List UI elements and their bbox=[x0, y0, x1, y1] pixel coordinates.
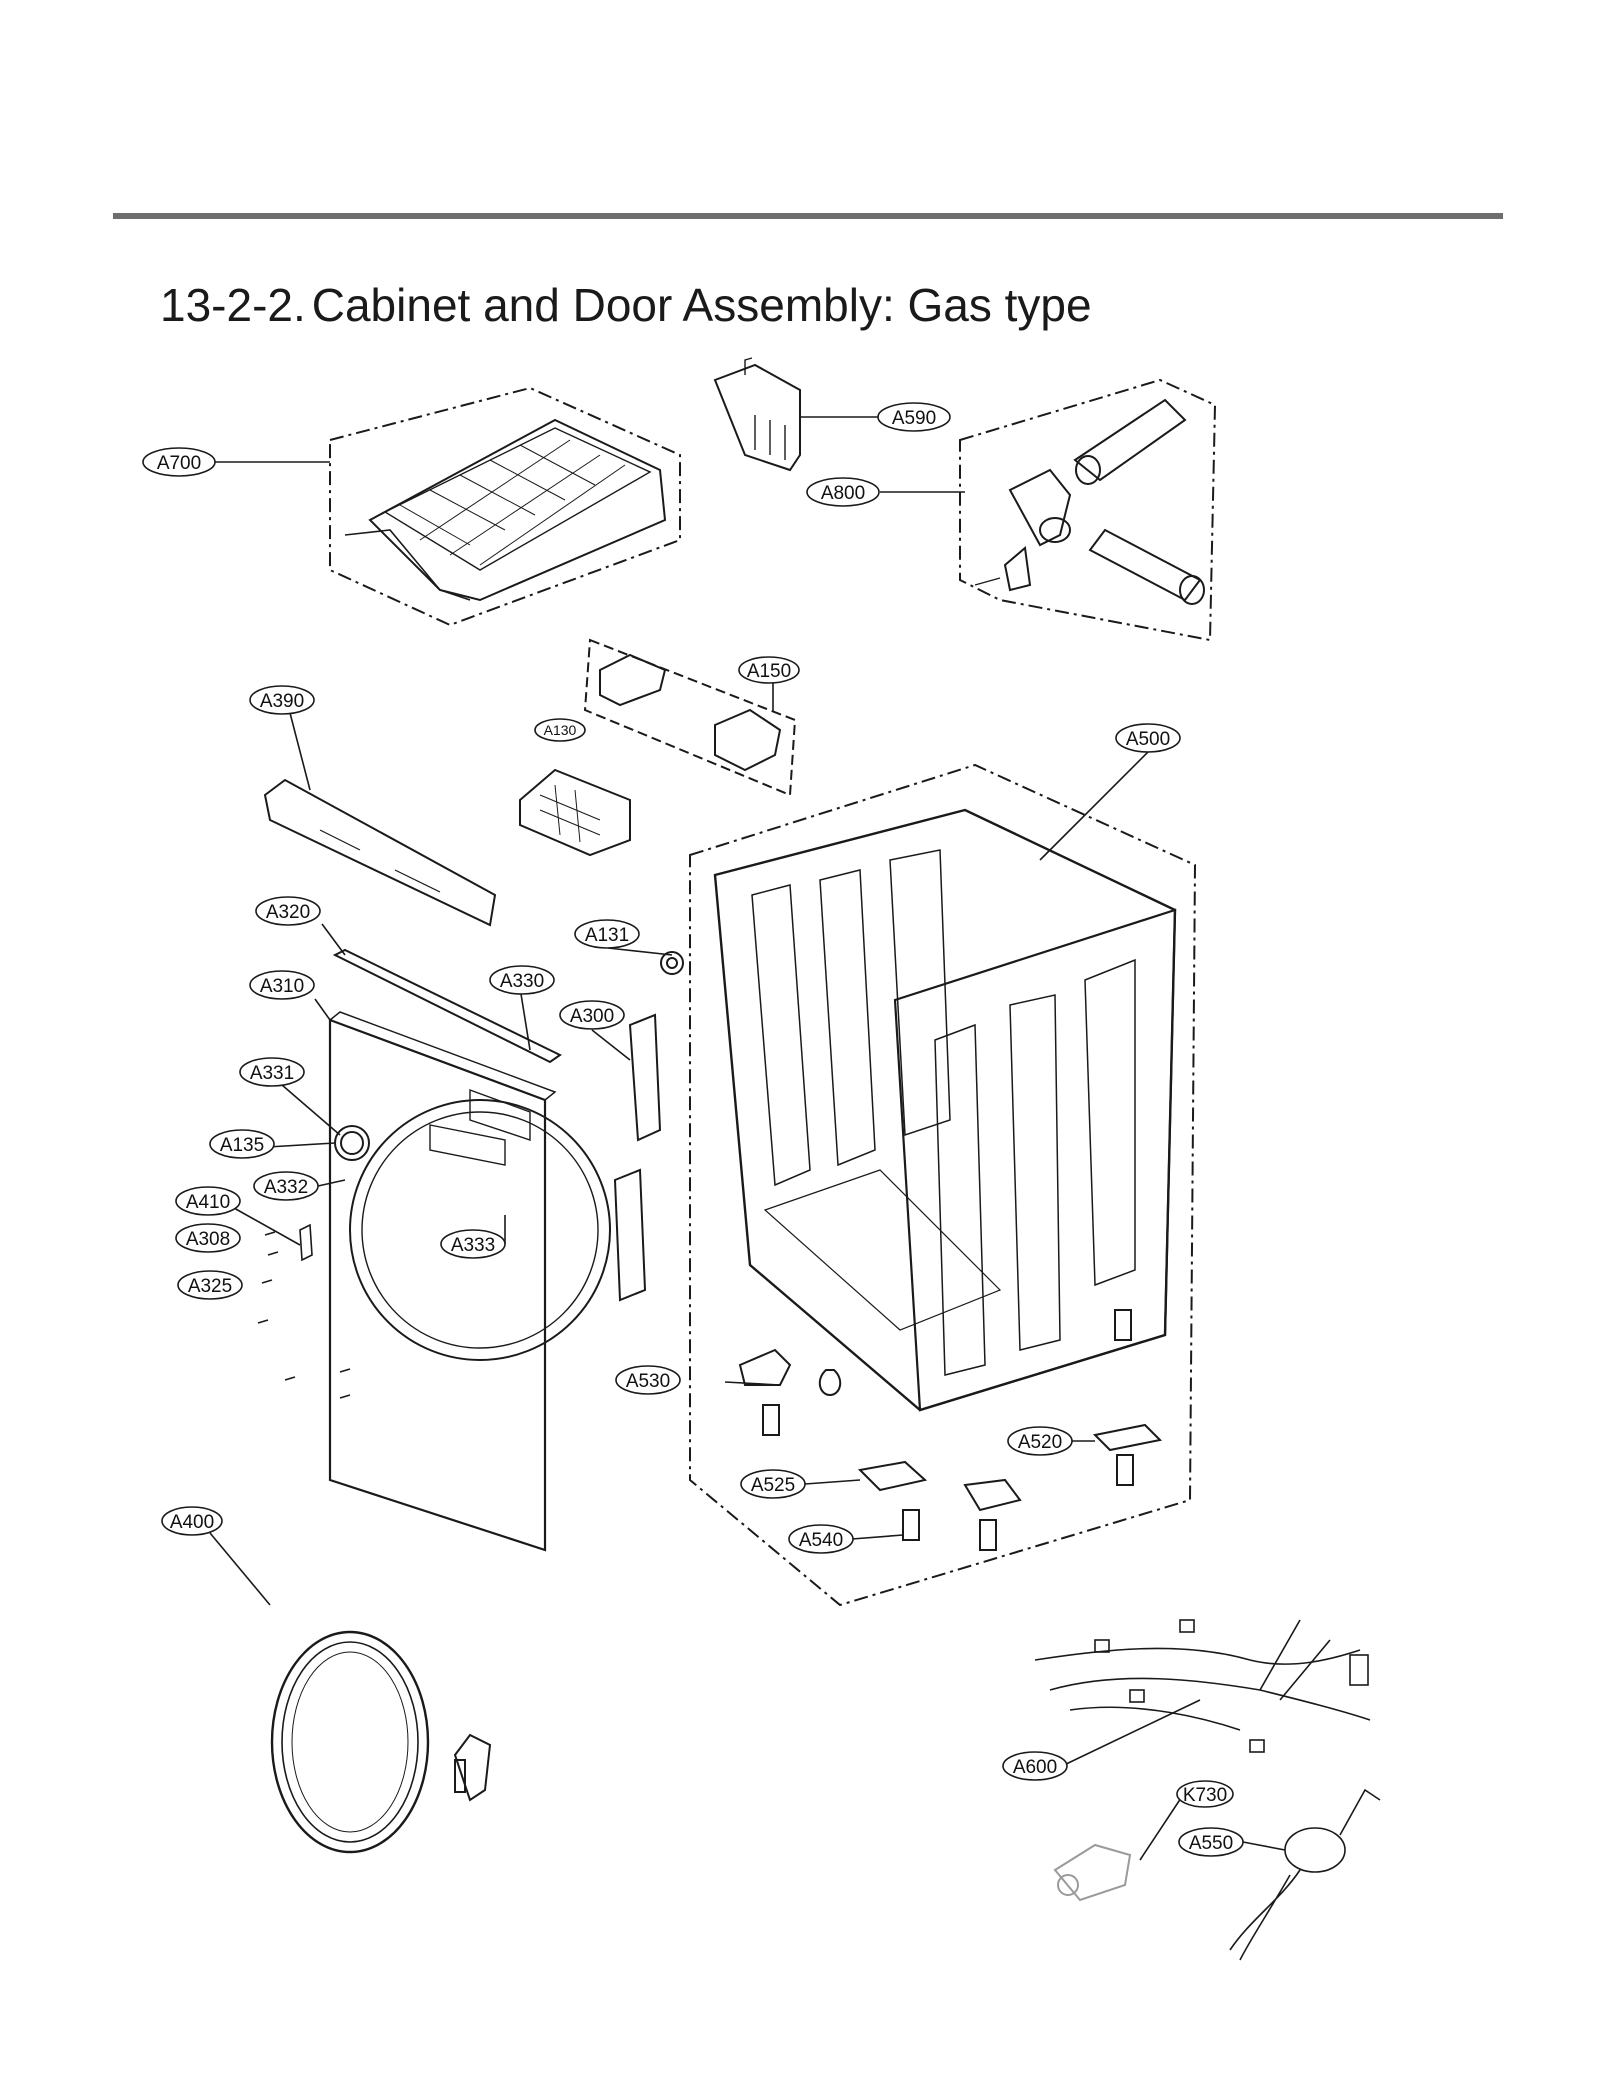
callout-a300: A300 bbox=[559, 1000, 625, 1030]
a150-group-outline bbox=[583, 638, 797, 797]
callout-a130: A130 bbox=[534, 718, 586, 742]
callout-a150: A150 bbox=[738, 656, 800, 684]
callout-a520: A520 bbox=[1007, 1426, 1073, 1456]
svg-text:A400: A400 bbox=[170, 1512, 214, 1533]
svg-text:A600: A600 bbox=[1013, 1757, 1057, 1778]
callout-a540: A540 bbox=[788, 1524, 854, 1554]
callout-a800: A800 bbox=[806, 477, 880, 507]
callout-a330: A330 bbox=[489, 965, 555, 995]
door-part bbox=[270, 1630, 492, 1854]
callout-a590: A590 bbox=[877, 402, 951, 432]
svg-text:A500: A500 bbox=[1126, 729, 1170, 750]
callout-a320: A320 bbox=[255, 896, 321, 926]
callout-a390: A390 bbox=[249, 685, 315, 715]
a131-part bbox=[660, 951, 684, 975]
svg-text:A525: A525 bbox=[751, 1475, 795, 1496]
callout-a700: A700 bbox=[142, 447, 216, 477]
callout-k730: K730 bbox=[1176, 1780, 1234, 1808]
svg-text:A333: A333 bbox=[451, 1235, 495, 1256]
svg-text:A135: A135 bbox=[220, 1135, 264, 1156]
svg-text:A800: A800 bbox=[821, 483, 865, 504]
svg-text:A332: A332 bbox=[264, 1177, 308, 1198]
a300-handle-part bbox=[613, 1013, 662, 1302]
svg-text:A300: A300 bbox=[570, 1006, 614, 1027]
callout-a310: A310 bbox=[249, 970, 315, 1000]
svg-text:A520: A520 bbox=[1018, 1432, 1062, 1453]
a130-part bbox=[519, 768, 631, 857]
callout-a333: A333 bbox=[440, 1229, 506, 1259]
callout-a525: A525 bbox=[740, 1469, 806, 1499]
callout-a131: A131 bbox=[574, 919, 640, 949]
svg-text:A390: A390 bbox=[260, 691, 304, 712]
a590-part bbox=[713, 357, 801, 472]
a800-group-outline bbox=[959, 378, 1217, 642]
front-panel-part bbox=[328, 1011, 611, 1552]
a150-part bbox=[599, 653, 782, 772]
callout-a530: A530 bbox=[615, 1365, 681, 1395]
svg-text:A130: A130 bbox=[544, 722, 577, 738]
a500-group-outline bbox=[689, 763, 1197, 1607]
svg-text:A131: A131 bbox=[585, 925, 629, 946]
drying-rack-part bbox=[344, 418, 667, 602]
svg-text:A320: A320 bbox=[266, 902, 310, 923]
svg-text:A530: A530 bbox=[626, 1371, 670, 1392]
svg-text:K730: K730 bbox=[1183, 1785, 1227, 1806]
callout-a331: A331 bbox=[239, 1057, 305, 1087]
svg-text:A331: A331 bbox=[250, 1063, 294, 1084]
leveling-feet-part bbox=[738, 1309, 1163, 1551]
svg-text:A330: A330 bbox=[500, 971, 544, 992]
callout-a325: A325 bbox=[177, 1270, 243, 1300]
k730-part bbox=[1053, 1843, 1132, 1902]
screws-part bbox=[257, 1223, 351, 1399]
callout-a410: A410 bbox=[175, 1186, 241, 1216]
power-cord-part bbox=[1229, 1788, 1381, 1961]
svg-text:A540: A540 bbox=[799, 1530, 843, 1551]
svg-text:A590: A590 bbox=[892, 408, 936, 429]
svg-text:A150: A150 bbox=[747, 661, 791, 682]
svg-text:A550: A550 bbox=[1189, 1833, 1233, 1854]
svg-text:A410: A410 bbox=[186, 1192, 230, 1213]
svg-text:A325: A325 bbox=[188, 1276, 232, 1297]
a390-bracket-part bbox=[263, 778, 497, 927]
page-title: 13-2-2.Cabinet and Door Assembly: Gas ty… bbox=[160, 278, 1092, 332]
callout-a400: A400 bbox=[161, 1506, 223, 1536]
wire-harness-part bbox=[1034, 1619, 1371, 1753]
vent-duct-part bbox=[974, 398, 1205, 605]
callout-a600: A600 bbox=[1002, 1751, 1068, 1781]
section-title: Cabinet and Door Assembly: Gas type bbox=[311, 279, 1092, 331]
svg-text:A310: A310 bbox=[260, 976, 304, 997]
header-rule bbox=[113, 213, 1503, 219]
section-number: 13-2-2. bbox=[160, 279, 306, 331]
svg-text:A308: A308 bbox=[186, 1229, 230, 1250]
callout-a500: A500 bbox=[1115, 723, 1181, 753]
callout-a135: A135 bbox=[209, 1129, 275, 1159]
a135-part bbox=[334, 1125, 370, 1161]
cabinet-part bbox=[713, 808, 1177, 1412]
leader-lines bbox=[209, 416, 1286, 1861]
callout-a308: A308 bbox=[175, 1223, 241, 1253]
callout-a332: A332 bbox=[253, 1171, 319, 1201]
callout-a550: A550 bbox=[1178, 1827, 1244, 1857]
svg-text:A700: A700 bbox=[157, 453, 201, 474]
